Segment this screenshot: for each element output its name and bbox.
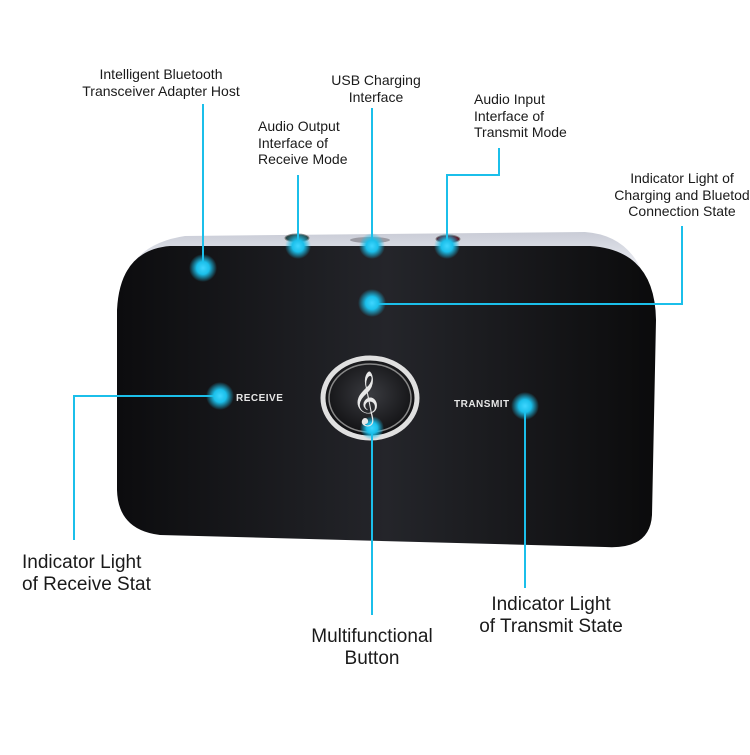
callout-receive-indicator: Indicator Light of Receive Stat — [22, 552, 151, 596]
indicator-glow-dots — [189, 233, 539, 440]
callout-transmit-indicator: Indicator Light of Transmit State — [479, 594, 623, 638]
usb-glow-icon — [359, 233, 385, 259]
treble-clef-icon: 𝄞 — [352, 370, 380, 424]
receive-text: RECEIVE — [236, 393, 284, 404]
charging-indicator-glow-icon — [358, 289, 386, 317]
host-glow-icon — [189, 254, 217, 282]
callout-multifunction-button: Multifunctional Button — [311, 626, 433, 670]
button-glow-icon — [360, 416, 384, 440]
audio-output-glow-icon — [285, 233, 311, 259]
callout-audio-output: Audio Output Interface of Receive Mode — [258, 118, 348, 168]
callout-audio-input: Audio Input Interface of Transmit Mode — [474, 91, 567, 141]
transmit-text: TRANSMIT — [454, 399, 510, 410]
audio-input-glow-icon — [434, 233, 460, 259]
callout-host: Intelligent Bluetooth Transceiver Adapte… — [82, 66, 240, 99]
transmit-indicator-glow-icon — [511, 392, 539, 420]
receive-indicator-glow-icon — [206, 382, 234, 410]
callout-charging-indicator: Indicator Light of Charging and Bluetod … — [614, 170, 750, 220]
callout-usb: USB Charging Interface — [331, 72, 421, 105]
